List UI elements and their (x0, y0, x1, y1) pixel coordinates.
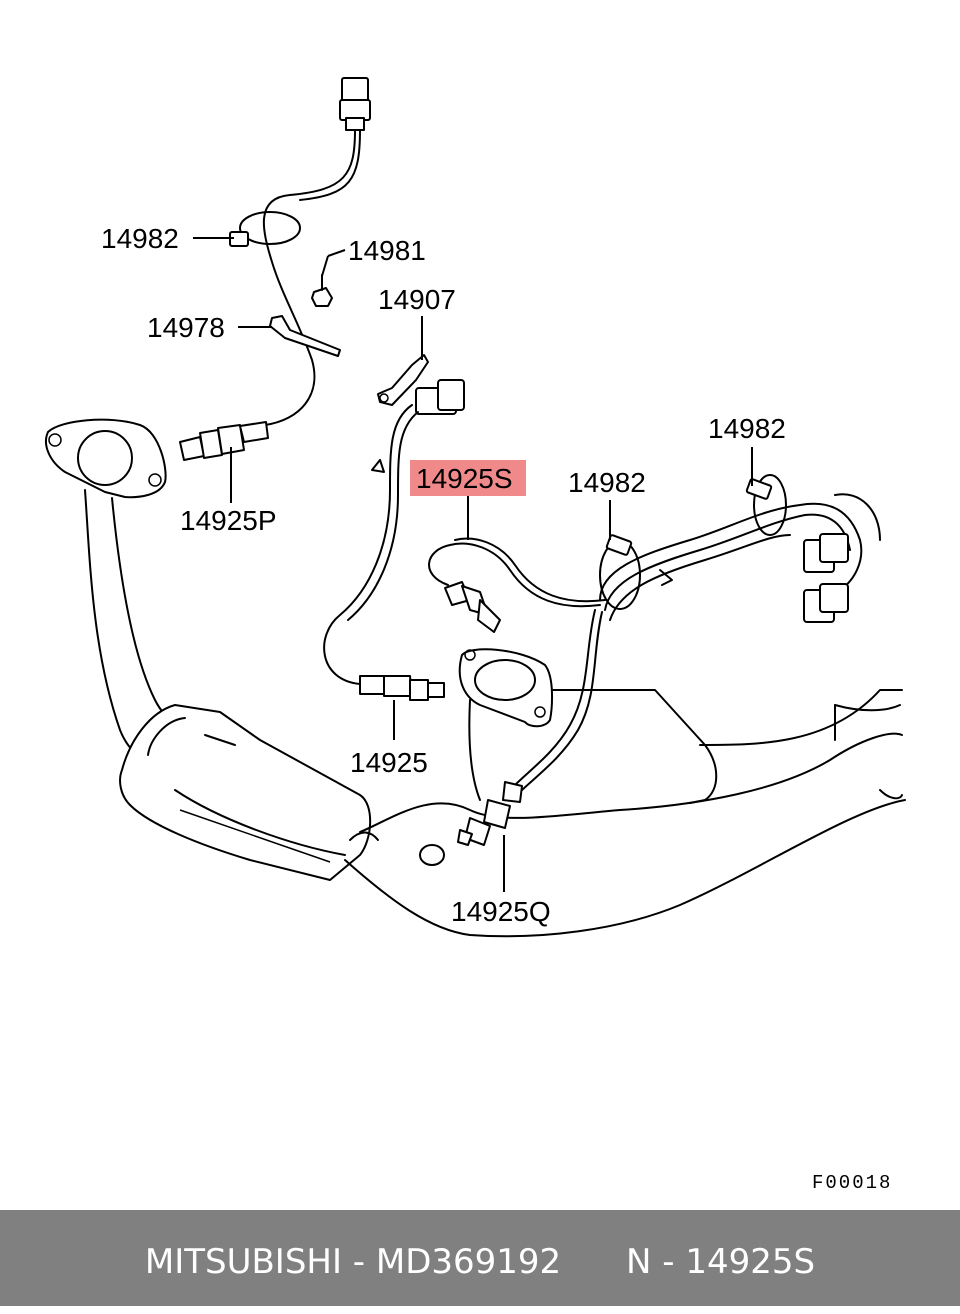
label-14925S[interactable]: 14925S (416, 463, 513, 494)
sensor-14925-harness (323, 354, 465, 701)
highlight-box (410, 460, 526, 496)
label-14907[interactable]: 14907 (378, 284, 456, 315)
label-14978[interactable]: 14978 (147, 312, 225, 343)
label-14925P[interactable]: 14925P (180, 505, 277, 536)
label-14981[interactable]: 14981 (348, 235, 426, 266)
figure-code: F00018 (812, 1172, 892, 1194)
footer-bar: MITSUBISHI - MD369192 N - 14925S (0, 1210, 960, 1306)
sensor-14925S (428, 537, 606, 633)
label-14982-right[interactable]: 14982 (708, 413, 786, 444)
label-14982-top-left[interactable]: 14982 (101, 223, 179, 254)
footer-part-number: MITSUBISHI - MD369192 N - 14925S (144, 1242, 816, 1282)
upstream-sensor-harness (179, 77, 371, 461)
exhaust-oxygen-sensor-diagram: 14982 14981 14978 14907 14925P 14925S 14… (45, 77, 906, 1194)
label-14925[interactable]: 14925 (350, 747, 428, 778)
exhaust-manifold-pipe (45, 418, 906, 938)
label-14925Q[interactable]: 14925Q (451, 896, 551, 927)
right-harness (457, 474, 881, 846)
label-14982-middle[interactable]: 14982 (568, 467, 646, 498)
leader-lines (193, 237, 753, 892)
